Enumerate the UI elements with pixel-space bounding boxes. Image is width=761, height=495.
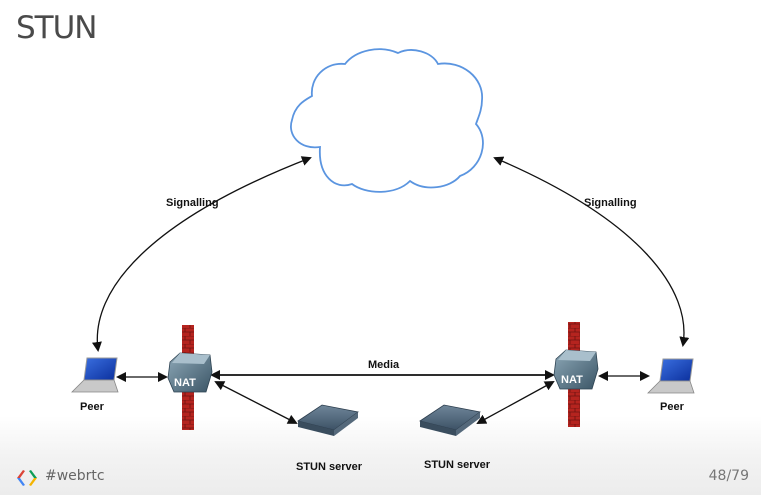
nat-left-label: NAT [174, 377, 196, 389]
nat-left-icon: NAT [167, 352, 213, 393]
peer-right-label: Peer [660, 401, 685, 413]
stun-server-left-icon [297, 404, 359, 436]
signalling-left-label: Signalling [166, 197, 219, 209]
peer-right-laptop-icon [647, 358, 695, 394]
peer-left-laptop-icon [71, 357, 119, 393]
signalling-left-edge [91, 156, 312, 352]
page-number: 48/79 [708, 468, 749, 484]
peer-left-label: Peer [80, 401, 105, 413]
footer-hashtag: #webrtc [45, 468, 105, 484]
signalling-right-edge [493, 156, 690, 347]
nat-right-label: NAT [561, 374, 583, 386]
nat-stun-right-edge [476, 381, 555, 424]
signalling-right-label: Signalling [584, 197, 637, 209]
slide-title: STUN [16, 10, 97, 46]
nat-right-icon: NAT [553, 349, 599, 390]
stun-server-right-icon [419, 404, 481, 436]
stun-server-left-label: STUN server [296, 461, 363, 473]
nat-stun-left-edge [214, 381, 298, 424]
stun-server-right-label: STUN server [424, 459, 491, 471]
chrome-logo-icon [17, 470, 37, 486]
media-label: Media [368, 359, 400, 371]
cloud-icon [290, 48, 484, 193]
